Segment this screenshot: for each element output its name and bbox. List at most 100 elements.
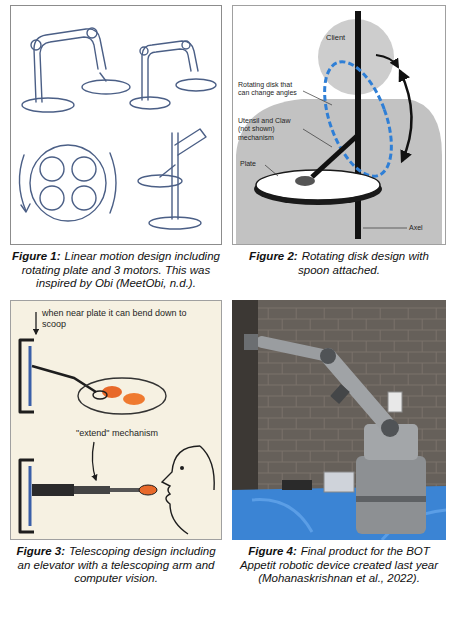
joint-sketch: [140, 47, 148, 55]
plate-sketch: [78, 378, 166, 414]
figure-number: Figure 3:: [16, 545, 65, 557]
brick-line: [394, 319, 395, 330]
brick-line: [436, 418, 437, 429]
brick-line: [324, 374, 325, 385]
robot-forearm: [262, 342, 328, 356]
brick-line: [338, 451, 339, 462]
figure-label: Utensil and Claw (not shown) mechanism: [238, 117, 302, 142]
brick-line: [380, 352, 381, 363]
brick-line: [310, 363, 311, 374]
brick-line: [282, 407, 283, 418]
elevator-rail: [29, 466, 32, 526]
spoon-with-food: [139, 485, 157, 495]
base-sketch: [149, 217, 201, 229]
brick-line: [324, 396, 325, 407]
figure-number: Figure 2:: [249, 250, 298, 262]
figure-panel: Figure 4:Final product for the BOT Appet…: [232, 300, 446, 588]
elevator-bracket: [20, 460, 34, 532]
brick-line: [366, 363, 367, 374]
image-frame: [11, 6, 222, 245]
robot-gripper: [244, 334, 258, 350]
figure-illustration: [10, 300, 222, 540]
figure-label: Plate: [240, 160, 264, 168]
brick-line: [310, 385, 311, 396]
brick-line: [408, 374, 409, 385]
photo-background: [232, 300, 446, 540]
brick-line: [352, 330, 353, 341]
rotation-arrow-sketch: [110, 153, 116, 213]
brick-line: [380, 330, 381, 341]
bowl-sketch: [40, 186, 64, 210]
arm-sketch: [175, 129, 206, 155]
rotating-disk: [311, 53, 405, 185]
brick-line: [436, 462, 437, 473]
image-frame: [233, 6, 446, 245]
brick-line: [422, 363, 423, 374]
brick-line: [268, 462, 269, 473]
brick-line: [436, 352, 437, 363]
figure-number: Figure 4:: [248, 545, 297, 557]
brick-line: [324, 330, 325, 341]
arm-sketch: [148, 49, 191, 100]
brick-line: [338, 319, 339, 330]
brick-line: [296, 462, 297, 473]
brick-line: [310, 429, 311, 440]
robot-joint: [381, 419, 399, 437]
brick-line: [296, 330, 297, 341]
elevator-bracket: [20, 340, 34, 412]
brick-line: [352, 308, 353, 319]
spoon-sketch: [93, 391, 107, 399]
brick-line: [268, 396, 269, 407]
figure-label: when near plate it can bend down to scoo…: [42, 308, 192, 330]
figure-illustration: [232, 300, 446, 540]
telescope-segment: [32, 484, 74, 496]
brick-line: [296, 396, 297, 407]
bending-arm: [32, 366, 96, 392]
brick-line: [324, 308, 325, 319]
robot-upper-arm: [328, 356, 390, 428]
brick-line: [394, 363, 395, 374]
brick-line: [282, 429, 283, 440]
brick-line: [338, 407, 339, 418]
robot-joint: [320, 348, 336, 364]
figure-caption: Figure 2:Rotating disk design with spoon…: [232, 250, 446, 277]
leader-line: [363, 228, 407, 229]
brick-line: [366, 341, 367, 352]
brick-line: [258, 319, 446, 320]
figure-panel: Figure 1:Linear motion design including …: [10, 5, 222, 293]
wall-outlet: [388, 392, 402, 412]
axis-rod: [355, 11, 361, 239]
sketch: [19, 28, 216, 229]
brick-line: [352, 396, 353, 407]
figure-number: Figure 1:: [12, 250, 61, 262]
brick-line: [268, 308, 269, 319]
spoon-sketch: [160, 165, 175, 177]
figure-caption: Figure 3:Telescoping design including an…: [10, 545, 222, 586]
note-arrow: [92, 442, 96, 480]
elevator-rail: [29, 346, 32, 406]
brick-line: [282, 363, 283, 374]
brick-line: [352, 462, 353, 473]
brick-line: [268, 418, 269, 429]
head-outline: [200, 446, 214, 490]
rotation-arrow: [376, 55, 398, 67]
note-arrow: [35, 312, 36, 334]
figure-caption: Figure 1:Linear motion design including …: [10, 250, 222, 291]
circuit-board: [282, 480, 312, 490]
brick-line: [366, 319, 367, 330]
telescope-segment: [74, 486, 110, 494]
spoon: [295, 176, 315, 186]
brick-line: [380, 374, 381, 385]
robot-base: [356, 456, 426, 534]
brick-line: [268, 352, 269, 363]
brick-line: [352, 418, 353, 429]
brick-line: [296, 374, 297, 385]
bowl-sketch: [72, 186, 96, 210]
rotating-plate-sketch: [30, 145, 106, 221]
joint-sketch: [87, 28, 97, 38]
brick-line: [422, 385, 423, 396]
brick-line: [436, 308, 437, 319]
telescope-segment: [110, 488, 140, 492]
base-ring: [356, 496, 426, 502]
